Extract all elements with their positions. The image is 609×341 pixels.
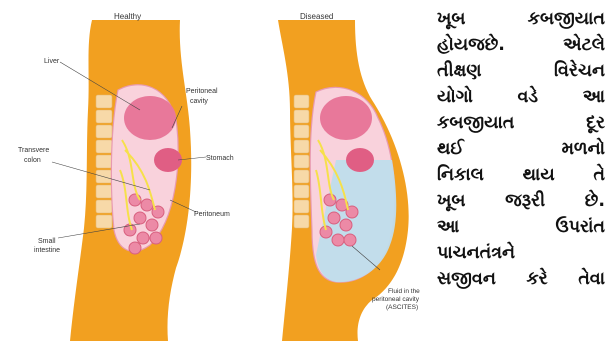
healthy-panel: Healthy Liver Peritoneal cavity Transver…	[18, 12, 234, 341]
healthy-title: Healthy	[114, 12, 141, 21]
article-word: કબજીયાત	[437, 110, 514, 136]
article-line: સજીવન કરે તેવા	[437, 266, 605, 292]
article-word: તે	[593, 162, 605, 188]
diseased-stomach	[346, 148, 374, 172]
label-small-intestine: Small	[38, 238, 56, 245]
article-word: પાચનતંત્રને	[437, 240, 515, 266]
article-line: આ ઉપરાંત	[437, 214, 605, 240]
diseased-liver	[320, 96, 372, 140]
label-peritoneum: Peritoneum	[194, 211, 230, 218]
article-line: ખૂબ કબજીયાત	[437, 6, 605, 32]
label-peritoneal-cavity-2: cavity	[190, 98, 208, 105]
article-word: કબજીયાત	[528, 6, 605, 32]
article-line: થઈ મળનો	[437, 136, 605, 162]
label-transverse-colon: Transvere	[18, 147, 49, 154]
article-word: મળનો	[562, 136, 605, 162]
article-word: ખૂબ	[437, 6, 465, 32]
article-line: યોગો વડે આ	[437, 84, 605, 110]
article-word: એટલે	[563, 32, 605, 58]
article-line: ખૂબ જરૂરી છે.	[437, 188, 605, 214]
article-word: યોગો	[437, 84, 473, 110]
article-word: જરૂરી	[505, 188, 545, 214]
article-word: નિકાલ	[437, 162, 484, 188]
article-line: હોયજછે. એટલે	[437, 32, 605, 58]
article-line: કબજીયાત દૂર	[437, 110, 605, 136]
article-line: નિકાલ થાય તે	[437, 162, 605, 188]
healthy-liver	[124, 96, 176, 140]
article-word: આ	[437, 214, 459, 240]
article-word: વિરેચન	[554, 58, 605, 84]
diseased-panel: Diseased Fluid in the peritoneal cavity …	[278, 12, 420, 341]
article-word: ઉપરાંત	[555, 214, 605, 240]
label-liver: Liver	[44, 58, 60, 65]
article-word: દૂર	[586, 110, 605, 136]
label-small-intestine-2: intestine	[34, 247, 60, 254]
article-column: ખૂબ કબજીયાત હોયજછે. એટલે તીક્ષણ વિરેચન યોગો વડે…	[437, 6, 605, 341]
article-word: તેવા	[578, 266, 605, 292]
article-line: તીક્ષણ વિરેચન	[437, 58, 605, 84]
label-fluid: Fluid in the	[388, 288, 420, 295]
diseased-title: Diseased	[300, 12, 333, 21]
article-word: સજીવન	[437, 266, 496, 292]
article-word: થાય	[523, 162, 555, 188]
diseased-spine	[294, 95, 309, 228]
label-fluid-2: peritoneal cavity	[372, 296, 420, 303]
healthy-stomach	[154, 148, 182, 172]
label-transverse-colon-2: colon	[24, 157, 41, 164]
label-fluid-3: (ASCITES)	[386, 304, 418, 311]
article-word: થઈ	[437, 136, 464, 162]
label-stomach: Stomach	[206, 155, 234, 162]
article-word: ખૂબ	[437, 188, 465, 214]
article-word: આ	[583, 84, 605, 110]
article-word: વડે	[518, 84, 539, 110]
article-word: તીક્ષણ	[437, 58, 482, 84]
healthy-spine	[96, 95, 112, 228]
article-word: છે.	[585, 188, 605, 214]
ascites-diagram: Healthy Liver Peritoneal cavity Transver…	[0, 0, 430, 341]
label-peritoneal-cavity: Peritoneal	[186, 88, 218, 95]
article-word: હોયજછે.	[437, 32, 505, 58]
article-line: પાચનતંત્રને	[437, 240, 605, 266]
article-word: કરે	[526, 266, 547, 292]
